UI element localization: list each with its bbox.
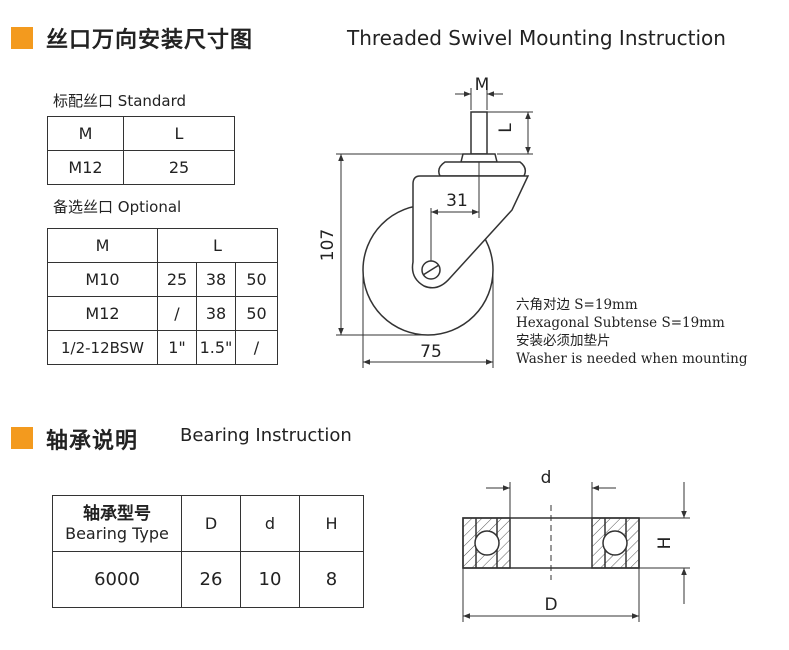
dim-31: 31: [446, 191, 468, 211]
standard-cell-m: M12: [47, 150, 124, 185]
caster-drawing: M L 31 107 75: [318, 75, 533, 368]
optional-table: M L M10 25 38 50 M12 / 38 50 1/2-12BSW 1…: [47, 228, 278, 365]
table-cell: /: [157, 296, 197, 331]
table-cell: 25: [157, 262, 197, 297]
bearing-header-big-d: D: [181, 495, 241, 552]
label-l: L: [496, 123, 516, 133]
standard-cell-l: 25: [123, 150, 235, 185]
axle-slash: [422, 264, 440, 276]
table-cell: 50: [235, 296, 278, 331]
table-cell: 50: [235, 262, 278, 297]
bearing-type-header: 轴承型号 Bearing Type: [52, 495, 182, 552]
bearing-drawing: d H D: [462, 468, 690, 622]
optional-caption: 备选丝口 Optional: [53, 196, 181, 217]
section1-title-en: Threaded Swivel Mounting Instruction: [347, 26, 726, 50]
bearing-header-h: H: [299, 495, 364, 552]
bearing-type-header-cn: 轴承型号: [83, 503, 151, 524]
standard-caption-en: Standard: [117, 92, 187, 110]
ball-right: [602, 530, 628, 556]
table-cell: M10: [47, 262, 158, 297]
ball-left: [474, 530, 500, 556]
dim-107: 107: [318, 229, 338, 261]
label-m: M: [475, 75, 490, 95]
bearing-type-header-en: Bearing Type: [65, 523, 169, 543]
bearing-header-small-d: d: [240, 495, 300, 552]
label-h: H: [655, 537, 675, 550]
note-line: Washer is needed when mounting: [516, 351, 748, 367]
table-cell: 1": [157, 330, 197, 365]
standard-table: M L M12 25: [47, 116, 235, 185]
fork-bracket: [411, 175, 530, 289]
label-small-d: d: [541, 468, 552, 488]
dim-75: 75: [420, 342, 442, 362]
section2-title-cn: 轴承说明: [46, 429, 139, 454]
table-cell: /: [235, 330, 278, 365]
standard-header-m: M: [47, 116, 124, 151]
table-cell: 8: [299, 551, 364, 608]
table-cell: 1.5": [196, 330, 236, 365]
optional-caption-cn: 备选丝口: [53, 198, 114, 216]
standard-header-l: L: [123, 116, 235, 151]
standard-caption-cn: 标配丝口: [53, 92, 114, 110]
hex-nut: [460, 153, 498, 163]
thread-stem: [470, 111, 488, 155]
table-cell: M12: [47, 296, 158, 331]
optional-caption-en: Optional: [117, 198, 182, 216]
note-line: 安装必须加垫片: [516, 333, 611, 349]
bearing-table: 轴承型号 Bearing Type D d H 6000 26 10 8: [52, 495, 364, 608]
standard-caption: 标配丝口 Standard: [53, 90, 186, 111]
note-line: Hexagonal Subtense S=19mm: [516, 315, 725, 331]
note-line: 六角对边 S=19mm: [516, 297, 638, 313]
table-cell: 10: [240, 551, 300, 608]
section-marker: [11, 27, 33, 49]
table-cell: 6000: [52, 551, 182, 608]
table-cell: 38: [196, 296, 236, 331]
top-plate: [438, 161, 527, 177]
table-cell: 1/2-12BSW: [47, 330, 158, 365]
section2-title-en: Bearing Instruction: [180, 425, 352, 446]
table-cell: 38: [196, 262, 236, 297]
section1-title-cn: 丝口万向安装尺寸图: [46, 28, 254, 53]
optional-header-l: L: [157, 228, 278, 263]
optional-header-m: M: [47, 228, 158, 263]
notes: 六角对边 S=19mm Hexagonal Subtense S=19mm 安装…: [516, 296, 748, 368]
section-marker: [11, 427, 33, 449]
label-big-d: D: [544, 595, 557, 615]
table-cell: 26: [181, 551, 241, 608]
